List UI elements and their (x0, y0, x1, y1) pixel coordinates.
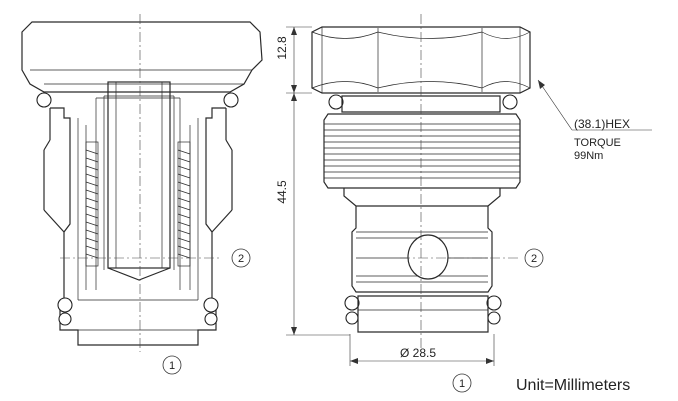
svg-text:2: 2 (238, 253, 244, 265)
section-poppet (103, 81, 175, 281)
section-seal-upper-left (36, 92, 52, 108)
legend-port-1: 1 (452, 373, 472, 393)
svg-text:1: 1 (459, 378, 465, 390)
section-seal-upper-right (223, 92, 239, 108)
unit-label: Unit=Millimeters (516, 377, 630, 394)
exterior-side-port (407, 234, 449, 280)
exterior-seal-lower-right (486, 295, 502, 311)
exterior-seal-lower-left (344, 295, 360, 311)
section-body-outline (50, 107, 226, 346)
hex-height-label: 12.8 (275, 36, 289, 60)
dimension-body-length (286, 93, 350, 336)
section-seal-lower-left (57, 297, 73, 313)
torque-label: TORQUE (574, 137, 621, 149)
callout-section-port-2: 2 (231, 248, 251, 268)
hex-leader (537, 79, 652, 131)
diameter-label: Ø 28.5 (400, 346, 436, 360)
section-view (21, 14, 263, 352)
section-hex-cap (21, 21, 263, 93)
svg-text:1: 1 (169, 360, 175, 372)
callout-section-port-1: 1 (162, 355, 182, 375)
body-length-label: 44.5 (275, 180, 289, 204)
exterior-view (311, 14, 531, 352)
section-spring-left (85, 141, 99, 267)
exterior-seal-upper-right (502, 94, 518, 110)
callout-exterior-port-2: 2 (524, 248, 544, 268)
section-seal-lower-right (203, 297, 219, 313)
exterior-seal-upper-left (328, 94, 344, 110)
exterior-hex-nut (311, 26, 531, 94)
hex-size-label: (38.1)HEX (574, 117, 630, 131)
torque-value: 99Nm (574, 150, 603, 162)
exterior-thread (323, 113, 521, 189)
svg-text:2: 2 (531, 253, 537, 265)
dimension-diameter (349, 334, 495, 366)
dimension-hex-height (286, 26, 312, 94)
section-spring-right (177, 141, 191, 267)
